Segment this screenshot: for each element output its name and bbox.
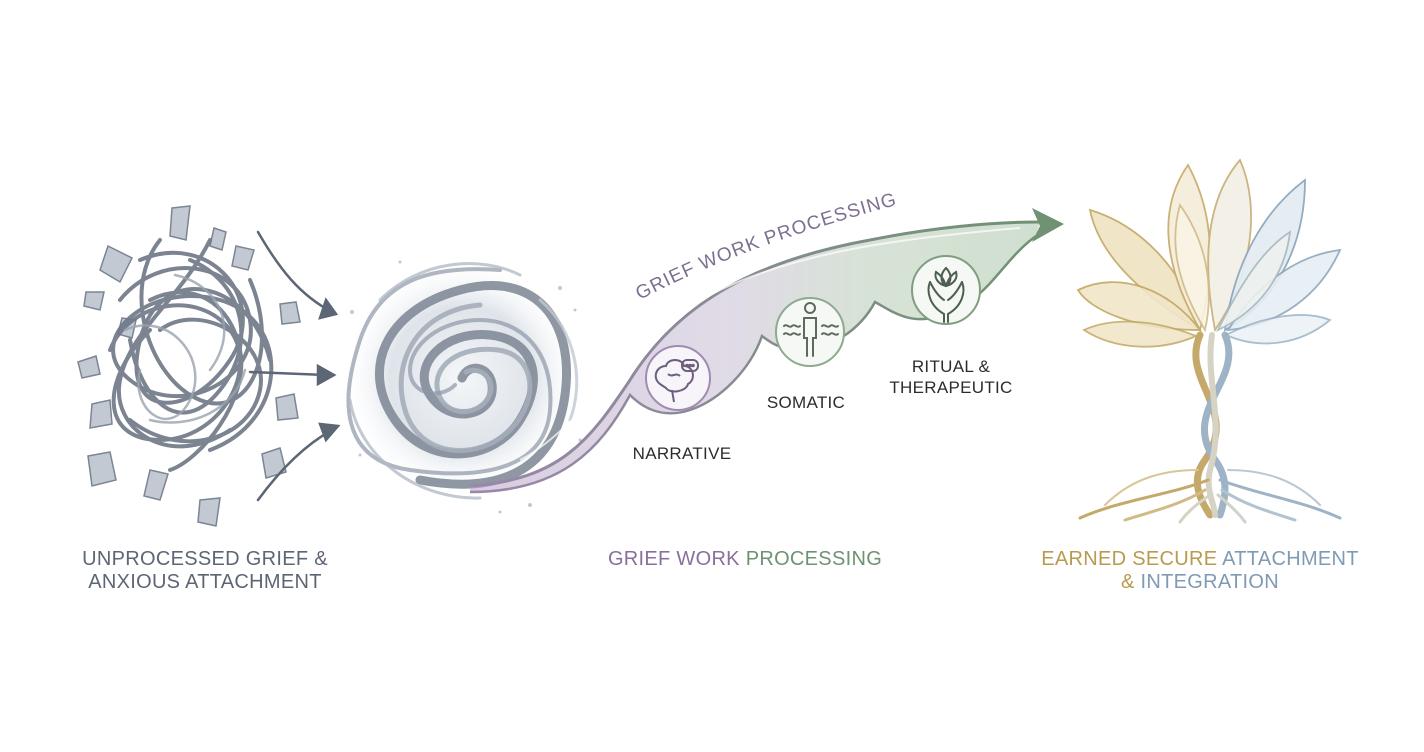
caption-right-l2b: INTEGRATION <box>1140 571 1279 593</box>
vortex-swirl <box>342 258 582 514</box>
tree-trunk <box>1078 331 1342 524</box>
caption-unprocessed-grief: UNPROCESSED GRIEF & ANXIOUS ATTACHMENT <box>60 548 350 594</box>
tangled-knot <box>77 205 301 527</box>
shattered-fragments <box>77 205 301 527</box>
stage-label-somatic: SOMATIC <box>766 393 846 412</box>
brain-speech-icon <box>654 359 699 403</box>
caption-left-line1: UNPROCESSED GRIEF & <box>82 548 328 570</box>
stage-label-narrative: NARRATIVE <box>632 444 732 463</box>
lotus-tree <box>1076 158 1342 524</box>
body-waves-icon <box>783 302 839 357</box>
hands-lotus-icon <box>927 266 965 323</box>
stage-node-somatic <box>775 297 845 367</box>
caption-earned-secure: EARNED SECURE ATTACHMENT & INTEGRATION <box>1020 548 1380 594</box>
flow-arrows <box>248 230 341 502</box>
stage-label-ritual-line1: RITUAL & <box>911 357 991 376</box>
lotus-petals <box>1076 158 1342 348</box>
caption-right-l1a: EARNED SECURE <box>1041 548 1218 570</box>
stage-node-narrative <box>645 345 711 411</box>
caption-grief-work: GRIEF WORK PROCESSING <box>560 548 930 571</box>
caption-mid-part2: PROCESSING <box>745 548 883 570</box>
caption-right-l2a: & <box>1121 571 1135 593</box>
stage-label-ritual: RITUAL & THERAPEUTIC <box>876 356 1026 398</box>
caption-left-line2: ANXIOUS ATTACHMENT <box>88 571 322 593</box>
caption-mid-part1: GRIEF WORK <box>607 548 740 570</box>
arrow-head <box>1032 208 1064 242</box>
caption-right-l1b: ATTACHMENT <box>1222 548 1359 570</box>
stage-node-ritual <box>911 255 981 325</box>
stage-label-ritual-line2: THERAPEUTIC <box>889 378 1013 397</box>
tangle-strands <box>108 238 274 472</box>
